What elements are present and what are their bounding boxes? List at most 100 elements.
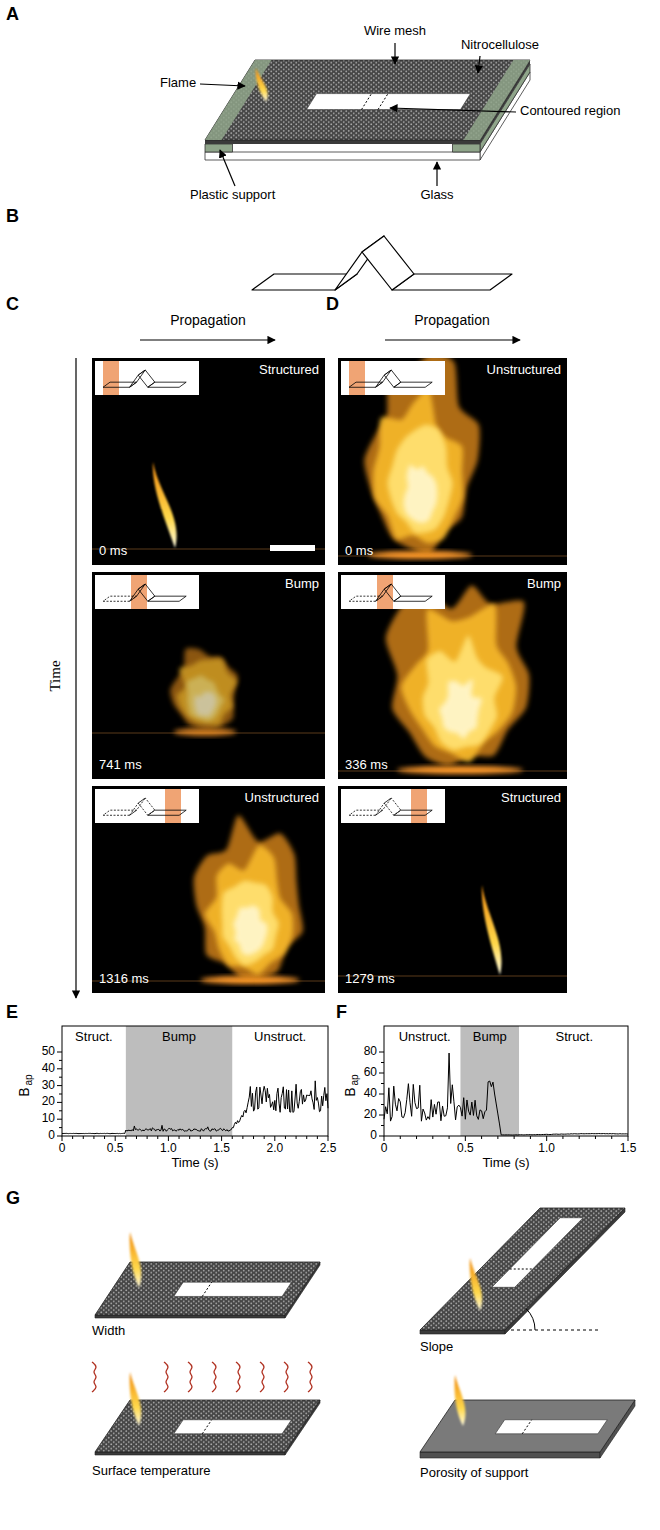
- region-label: Bump: [473, 1030, 507, 1045]
- apparatus-schematic: [200, 43, 530, 186]
- plot-frame: [384, 1026, 628, 1136]
- part-name: Flame: [160, 76, 196, 91]
- plastic-support-top: [205, 60, 272, 140]
- axis-tick: [449, 1136, 450, 1139]
- plastic-support-front: [205, 144, 233, 152]
- nitrocellulose-slot: [495, 1420, 607, 1434]
- inset-background: [95, 575, 199, 609]
- flame: [194, 815, 303, 984]
- region-label: Bump: [162, 1030, 196, 1045]
- axis-tick: [381, 1104, 384, 1105]
- axis-tick: [93, 1136, 94, 1139]
- solid-support: [420, 1400, 635, 1452]
- photo-background: [338, 786, 567, 993]
- sample-sketch: [384, 798, 401, 815]
- heat-wave: [308, 1362, 312, 1392]
- chart-e: [57, 1026, 328, 1141]
- sample-sketch: [376, 584, 392, 601]
- flame: [386, 586, 530, 774]
- plate-edge: [95, 1452, 285, 1455]
- sample-sketch: [148, 382, 186, 387]
- tick-label: 0: [381, 1142, 388, 1156]
- axis-tick: [83, 1136, 84, 1139]
- flame-layer: [373, 389, 463, 543]
- sample-sketch: [130, 798, 146, 815]
- axis-tick: [381, 1062, 384, 1063]
- axis-tick: [416, 1136, 417, 1139]
- photo-frame: Bump741 ms: [92, 572, 325, 779]
- sample-sketch: [394, 382, 432, 387]
- axis-tick: [157, 1136, 158, 1139]
- regime-label: Unstructured: [487, 363, 561, 378]
- heat-wave: [188, 1362, 192, 1392]
- axis-tick: [379, 1115, 384, 1116]
- tick-label: 20: [42, 1095, 55, 1109]
- axis-tick: [147, 1136, 148, 1139]
- position-marker: [349, 361, 365, 395]
- flame: [482, 885, 502, 975]
- panel-letter: F: [336, 1002, 347, 1023]
- region-label: Struct.: [75, 1030, 113, 1045]
- axis-tick: [317, 1136, 318, 1139]
- leader-arrow: [220, 150, 235, 186]
- axis-tick: [306, 1136, 307, 1139]
- axis-tick: [296, 1136, 297, 1139]
- time-stamp: 336 ms: [345, 758, 388, 773]
- nitrocellulose-slot: [174, 1282, 292, 1296]
- tick-label: 0: [370, 1129, 377, 1143]
- photo: [92, 572, 325, 779]
- axis-tick: [59, 1110, 62, 1111]
- contoured-region: [378, 94, 388, 110]
- tick-label: 0: [48, 1129, 55, 1143]
- flame-layer: [401, 604, 516, 762]
- data-line: [384, 1053, 628, 1135]
- plot-frame: [62, 1026, 328, 1136]
- sample-sketch: [376, 798, 392, 815]
- flame-layer: [439, 679, 482, 739]
- plastic-support-top: [464, 60, 531, 140]
- flame: [130, 1232, 142, 1288]
- axis-tick: [59, 1127, 62, 1128]
- plate-edge: [420, 1452, 600, 1458]
- time-stamp: 741 ms: [99, 758, 142, 773]
- axis-tick: [136, 1136, 137, 1139]
- photo: [338, 358, 567, 565]
- flame-layer: [194, 692, 216, 717]
- axis-tick: [379, 1052, 384, 1053]
- tick-label: 50: [42, 1045, 55, 1059]
- axis-tick: [57, 1052, 62, 1053]
- flame: [153, 462, 177, 548]
- heat-wave: [260, 1362, 264, 1392]
- axis-tick: [59, 1094, 62, 1095]
- axis-tick: [253, 1136, 254, 1139]
- tick-label: 60: [364, 1066, 377, 1080]
- regime-label: Unstructured: [245, 791, 319, 806]
- panel-letter: D: [326, 294, 339, 315]
- axis-tick: [274, 1136, 275, 1141]
- contoured-region: [522, 1420, 531, 1434]
- panel-letter: B: [6, 206, 19, 227]
- axis-tick: [514, 1136, 515, 1139]
- axis-tick: [432, 1136, 433, 1139]
- axis-tick: [384, 1136, 385, 1141]
- photo-background: [92, 358, 325, 565]
- photo-frame: Structured0 ms: [92, 358, 325, 565]
- heat-wave: [92, 1362, 96, 1392]
- heat-wave: [236, 1362, 240, 1392]
- part-name: Wire mesh: [364, 24, 426, 39]
- contoured-region: [202, 1420, 211, 1434]
- position-marker: [165, 789, 181, 823]
- flame: [130, 1372, 142, 1426]
- axis-tick: [285, 1136, 286, 1139]
- axis-tick: [379, 1073, 384, 1074]
- tick-label: 0.5: [107, 1142, 124, 1156]
- flame-layer: [187, 676, 225, 722]
- axis-tick: [210, 1136, 211, 1139]
- bump-face: [362, 236, 414, 290]
- axis-tick: [595, 1136, 596, 1139]
- axis-tick: [57, 1085, 62, 1086]
- time-stamp: 1316 ms: [99, 972, 149, 987]
- part-name: Width: [92, 1324, 125, 1339]
- glass-front: [205, 152, 480, 160]
- sample-sketch: [384, 370, 401, 387]
